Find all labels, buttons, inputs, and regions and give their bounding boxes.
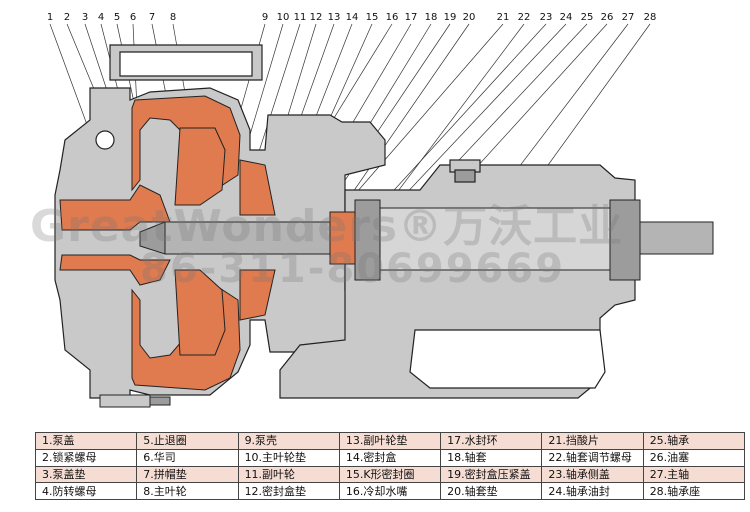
legend-cell: 6.华司 [136,448,239,467]
legend-cell: 18.轴套 [440,448,543,467]
bottom-bolt [99,394,171,408]
legend-cell: 1.泵盖 [34,432,138,450]
callout-number: 1 [47,12,53,23]
callout-number: 4 [98,12,104,23]
callout-number: 12 [310,12,323,23]
legend-cell: 28.轴承座 [642,482,746,500]
legend-cell: 5.止退圈 [136,432,239,450]
legend-cell: 7.拼帽垫 [136,465,239,484]
callout-number: 26 [601,12,614,23]
callout-number: 14 [346,12,359,23]
legend-cell: 9.泵壳 [237,432,340,450]
legend-cell: 21.挡酸片 [541,432,644,450]
legend-cell: 14.密封盒 [338,448,442,467]
legend-cell: 2.锁紧螺母 [34,448,138,467]
callout-number: 17 [405,12,418,23]
legend-cell: 4.防转螺母 [34,482,138,500]
callout-number: 19 [444,12,457,23]
legend-cell: 15.K形密封圈 [338,465,442,484]
callout-number: 3 [82,12,88,23]
leader-line [464,23,608,181]
callout-number: 27 [622,12,635,23]
leader-line [349,23,504,201]
legend-cell: 23.轴承侧盖 [541,465,644,484]
leader-line [399,23,567,201]
callout-number: 28 [644,12,657,23]
callout-number: 25 [581,12,594,23]
legend-cell: 26.油塞 [642,448,746,467]
legend-cell: 16.冷却水嘴 [338,482,442,500]
callout-number: 24 [560,12,573,23]
leader-line [324,23,451,211]
callout-number: 23 [540,12,553,23]
callout-number: 10 [277,12,290,23]
callout-number: 5 [114,12,120,23]
callout-number: 21 [497,12,510,23]
callout-number: 16 [386,12,399,23]
legend-cell: 3.泵盖垫 [34,465,138,484]
callout-number: 2 [64,12,70,23]
callout-number: 6 [130,12,136,23]
callout-number: 13 [328,12,341,23]
legend-cell: 22.轴套调节螺母 [541,448,644,467]
leader-line [529,23,651,191]
callout-number: 11 [294,12,307,23]
callout-number: 15 [366,12,379,23]
callout-number: 8 [170,12,176,23]
leader-line [384,23,547,201]
legend-cell: 25.轴承 [642,432,746,450]
callout-number: 9 [262,12,268,23]
leader-line [334,23,470,219]
legend-cell: 17.水封环 [440,432,543,450]
legend-cell: 10.主叶轮垫 [237,448,340,467]
callout-number: 18 [425,12,438,23]
leader-line [444,23,588,176]
legend-cell: 13.副叶轮垫 [338,432,442,450]
legend-cell: 12.密封盒垫 [237,482,340,500]
legend-cell: 11.副叶轮 [237,465,340,484]
pump-lining [59,95,276,391]
callout-number: 20 [463,12,476,23]
legend-cell: 24.轴承油封 [541,482,644,500]
legend-cell: 19.密封盒压紧盖 [440,465,543,484]
legend-cell: 8.主叶轮 [136,482,239,500]
callout-number: 7 [149,12,155,23]
callout-number: 22 [518,12,531,23]
leader-line [379,23,525,216]
main-shaft [139,199,714,281]
legend-cell: 27.主轴 [642,465,746,484]
legend-cell: 20.轴套垫 [440,482,543,500]
